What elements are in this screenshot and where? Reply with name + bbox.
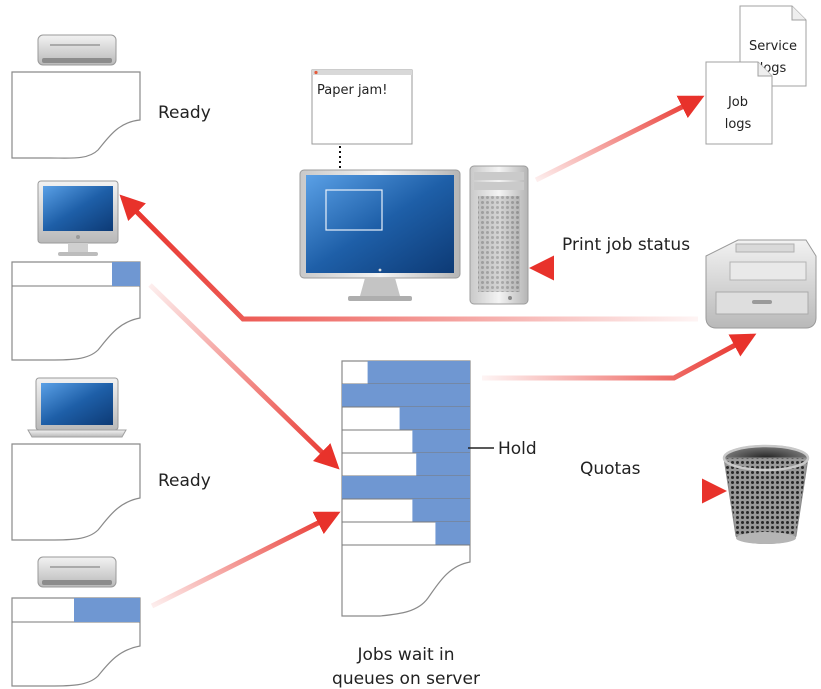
print-job-status-label: Print job status [562, 235, 690, 255]
paper-jam-text: Paper jam! [317, 83, 387, 98]
paper-jam-dialog: Paper jam! [311, 69, 413, 145]
trash-can-icon [722, 444, 810, 544]
job-block [74, 598, 140, 622]
submit-arrow-mini [150, 511, 341, 609]
imac-icon [37, 180, 119, 256]
mac-pro-tower-icon [469, 165, 529, 305]
status-arrow-to-imac [119, 194, 698, 322]
queued-job [435, 522, 470, 545]
client-queue-paper-macbook [11, 443, 141, 541]
cinema-display-icon [299, 169, 461, 301]
print-arrow-to-printer [482, 333, 757, 381]
submit-arrow-imac [148, 283, 340, 470]
client-queue-paper-top [11, 71, 141, 159]
queued-job [416, 453, 470, 476]
service-logs-line-1: Service [749, 39, 797, 54]
queue-caption-line-2: queues on server [332, 669, 480, 689]
queued-job [342, 476, 470, 499]
printer-icon [705, 239, 817, 329]
ready-label-bottom: Ready [158, 471, 211, 491]
hold-label: Hold [498, 439, 537, 459]
ready-label-top: Ready [158, 103, 211, 123]
queue-caption-line-1: Jobs wait in [356, 645, 454, 665]
logs-arrow [534, 95, 705, 183]
queued-job [367, 361, 470, 384]
client-queue-paper-imac [11, 261, 141, 361]
queued-job [412, 499, 470, 522]
job-logs-line-2: logs [725, 117, 752, 132]
mac-mini-icon [37, 34, 117, 66]
queued-job [399, 407, 470, 430]
queued-job [412, 430, 470, 453]
job-logs-line-1: Job [727, 95, 748, 110]
job-block [112, 262, 140, 286]
queued-job [342, 384, 470, 407]
quotas-label: Quotas [580, 459, 641, 479]
client-queue-paper-bottom [11, 597, 141, 687]
macbook-icon [27, 377, 127, 438]
mac-mini-icon [37, 556, 117, 588]
server-queue [341, 360, 471, 617]
log-document-icon: Job logs [705, 61, 773, 145]
